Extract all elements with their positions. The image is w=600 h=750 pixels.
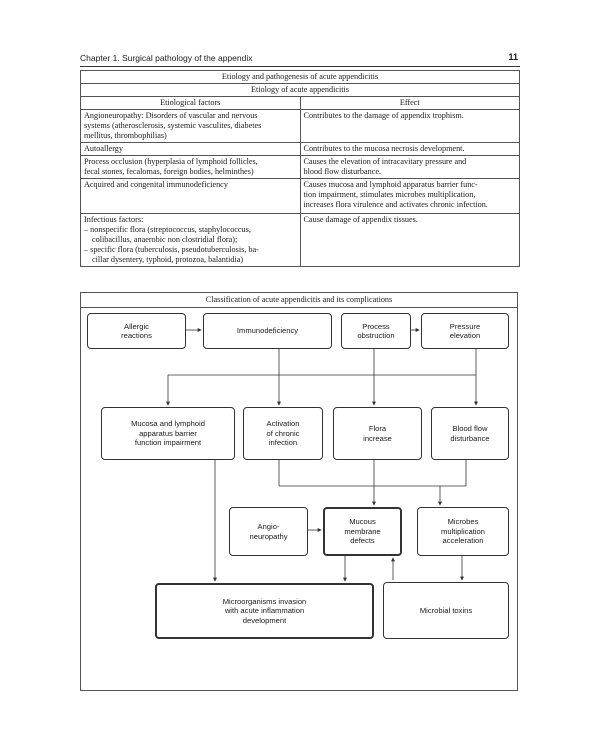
box-line: Immunodeficiency — [236, 326, 299, 336]
factor-cell: Acquired and congenital immunodeficiency — [80, 178, 301, 214]
effect-cell: Causes mucosa and lymphoid apparatus bar… — [299, 178, 520, 214]
box-line: Mucous — [349, 517, 376, 527]
box-line: defects — [350, 536, 375, 546]
effect-line: increases flora virulence and activates … — [303, 200, 488, 209]
column-header-effect: Effect — [299, 96, 520, 110]
factor-cell: Infectious factors: – nonspecific flora … — [80, 213, 301, 267]
chapter-title: Chapter 1. Surgical pathology of the app… — [80, 53, 253, 63]
box-line: Mucosa and lymphoid — [131, 419, 205, 429]
header-rule — [80, 66, 520, 67]
factor-cell: Autoallergy — [80, 142, 301, 156]
table-header-row: Etiological factors Effect — [80, 96, 520, 110]
factor-cell: Process occlusion (hyperplasia of lympho… — [80, 155, 301, 179]
factor-line: Infectious factors: — [84, 215, 144, 224]
effect-cell: Contributes to the damage of appendix tr… — [299, 109, 520, 143]
table-row: Infectious factors: – nonspecific flora … — [80, 213, 520, 267]
effect-line: Causes mucosa and lymphoid apparatus bar… — [303, 180, 478, 189]
effect-cell: Cause damage of appendix tissues. — [299, 213, 520, 267]
box-line: Allergic — [124, 321, 149, 331]
table-row: Acquired and congenital immunodeficiency… — [80, 178, 520, 214]
box-line: Activation — [266, 419, 300, 429]
box-line: Flora — [368, 424, 387, 433]
box-line: Blood flow — [452, 424, 488, 433]
page-number: 11 — [508, 52, 518, 62]
box-immunodeficiency: Immunodeficiency — [203, 313, 332, 349]
factor-line: Process occlusion (hyperplasia of lympho… — [84, 157, 258, 166]
box-line: disturbance — [450, 433, 490, 443]
factor-line: – specific flora (tuberculosis, pseudotu… — [84, 245, 259, 254]
box-line: Microbes — [447, 517, 479, 527]
box-line: apparatus barrier — [139, 428, 197, 438]
effect-line: blood flow disturbance. — [303, 167, 382, 176]
box-line: development — [242, 615, 287, 625]
box-line: increase — [363, 433, 392, 443]
box-line: infection — [268, 438, 298, 448]
box-microbial-toxins: Microbial toxins — [383, 582, 509, 639]
box-line: Microbial toxins — [419, 605, 473, 615]
running-head: Chapter 1. Surgical pathology of the app… — [80, 52, 520, 66]
column-header-factors: Etiological factors — [80, 96, 301, 110]
factor-line: fecal stones, fecalomas, foreign bodies,… — [84, 167, 254, 176]
box-angioneuropathy: Angio-neuropathy — [229, 507, 308, 556]
effect-line: Cause damage of appendix tissues. — [303, 215, 418, 224]
factor-cell: Angioneuropathy: Disorders of vascular a… — [80, 109, 301, 143]
factor-line: Acquired and congenital immunodeficiency — [84, 180, 228, 189]
box-line: of chronic — [266, 428, 300, 438]
factor-line: systems (atherosclerosis, systemic vascu… — [84, 121, 262, 130]
box-line: Angio- — [257, 522, 280, 531]
factor-line: Autoallergy — [84, 144, 123, 153]
diagram-title: Classification of acute appendicitis and… — [81, 293, 517, 308]
table-title: Etiology and pathogenesis of acute appen… — [80, 70, 520, 84]
box-line: with acute inflammation — [224, 606, 305, 616]
table-title-row: Etiology and pathogenesis of acute appen… — [80, 70, 520, 84]
table-subtitle-row: Etiology of acute appendicitis — [80, 83, 520, 97]
effect-line: Contributes to the mucosa necrosis devel… — [303, 144, 465, 153]
effect-cell: Causes the elevation of intracavitary pr… — [299, 155, 520, 179]
effect-line: tion impairment, stimulates microbes mul… — [303, 190, 476, 199]
table-row: Autoallergy Contributes to the mucosa ne… — [80, 142, 520, 156]
box-line: neuropathy — [249, 531, 288, 541]
effect-line: Causes the elevation of intracavitary pr… — [303, 157, 467, 166]
box-line: Process — [362, 321, 390, 331]
box-line: multiplication — [441, 526, 485, 536]
factor-line: colibacillus, anaerobic non clostridial … — [92, 235, 238, 244]
factor-line: mellitus, thrombophilias) — [84, 131, 167, 140]
box-line: Pressure — [449, 321, 481, 331]
table-row: Process occlusion (hyperplasia of lympho… — [80, 155, 520, 179]
classification-diagram: Classification of acute appendicitis and… — [80, 292, 518, 691]
box-line: acceleration — [442, 536, 484, 546]
box-line: obstruction — [357, 331, 395, 340]
box-line: membrane — [344, 526, 381, 536]
box-line: function impairment — [134, 438, 202, 448]
box-line: Microorganisms invasion — [222, 596, 307, 606]
factor-line: – nonspecific flora (streptococcus, stap… — [84, 225, 251, 234]
table-subtitle: Etiology of acute appendicitis — [80, 83, 520, 97]
table-row: Angioneuropathy: Disorders of vascular a… — [80, 109, 520, 143]
factor-line: cillar dysentery, typhoid, protozoa, bal… — [92, 255, 244, 264]
etiology-table: Etiology and pathogenesis of acute appen… — [80, 70, 520, 267]
box-line: elevation — [449, 331, 481, 340]
effect-cell: Contributes to the mucosa necrosis devel… — [299, 142, 520, 156]
effect-line: Contributes to the damage of appendix tr… — [303, 111, 464, 120]
box-line: reactions — [121, 331, 152, 340]
factor-line: Angioneuropathy: Disorders of vascular a… — [84, 111, 258, 120]
